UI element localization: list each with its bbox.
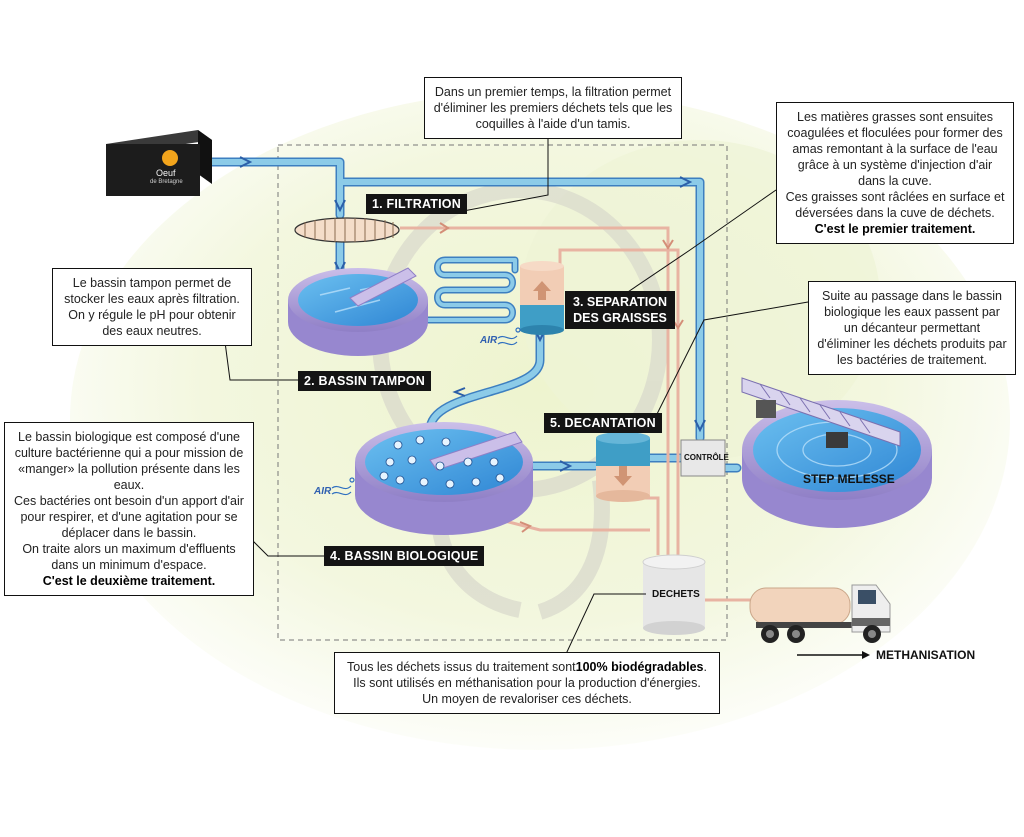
- decantation-tank: [596, 432, 650, 502]
- control-unit: [680, 439, 726, 477]
- step-bassin-tampon-label: 2. BASSIN TAMPON: [298, 371, 432, 391]
- egg-logo-icon: [162, 150, 178, 166]
- air-label-separation: AIR: [480, 335, 498, 346]
- step-bassin-biologique-label: 4. BASSIN BIOLOGIQUE: [324, 546, 485, 566]
- brand-logo: Oeuf: [156, 168, 176, 178]
- callout-dechets-text-1a: Tous les déchets issus du traitement son…: [347, 660, 576, 674]
- step-melesse-label: STEP MELESSE: [803, 472, 895, 486]
- methanisation-arrow-icon: [797, 651, 870, 659]
- dechets-label: DECHETS: [652, 589, 700, 600]
- callout-tampon-text: Le bassin tampon permet de stocker les e…: [64, 276, 240, 338]
- callout-biologique-text-2: Ces bactéries ont besoin d'un apport d'a…: [14, 494, 244, 540]
- callout-decanteur-text: Suite au passage dans le bassin biologiq…: [817, 289, 1007, 367]
- egg-factory: [106, 130, 212, 196]
- callout-tampon: Le bassin tampon permet de stocker les e…: [52, 268, 252, 346]
- callout-dechets-text-1c: .: [703, 660, 707, 674]
- buffer-tank: [288, 267, 428, 356]
- step-separation-line1: 3. SEPARATION: [573, 295, 667, 309]
- callout-biologique-text-1: Le bassin biologique est composé d'une c…: [14, 430, 244, 492]
- callout-filtration: Dans un premier temps, la filtration per…: [424, 77, 682, 139]
- air-bubbles-icon: [497, 327, 521, 346]
- step-decantation-label: 5. DECANTATION: [544, 413, 662, 433]
- callout-dechets: Tous les déchets issus du traitement son…: [334, 652, 720, 714]
- biological-tank: [355, 422, 533, 535]
- step-melesse-plant: [741, 377, 932, 528]
- up-arrow-icon: [533, 281, 551, 300]
- brand-logo-sub: de Bretagne: [150, 179, 183, 185]
- callout-dechets-text-2: Ils sont utilisés en méthanisation pour …: [353, 676, 701, 690]
- callout-filtration-text: Dans un premier temps, la filtration per…: [433, 85, 673, 131]
- waste-arrows: [439, 222, 684, 533]
- step-separation-label: 3. SEPARATION DES GRAISSES: [565, 291, 675, 329]
- callout-graisses-text-1: Les matières grasses sont ensuites coagu…: [787, 110, 1003, 188]
- callout-biologique-text-4: C'est le deuxième traitement.: [42, 574, 216, 588]
- step-separation-line2: DES GRAISSES: [573, 311, 667, 325]
- down-arrow-icon: [614, 466, 632, 486]
- callout-graisses-text-3: C'est le premier traitement.: [814, 222, 976, 236]
- methanisation-label: METHANISATION: [876, 648, 976, 662]
- air-bubbles-icon: [331, 477, 355, 496]
- callout-graisses: Les matières grasses sont ensuites coagu…: [776, 102, 1014, 244]
- callout-dechets-text-3: Un moyen de revaloriser ces déchets.: [422, 692, 632, 706]
- process-frame: [277, 144, 728, 641]
- filtration-sieve: [294, 217, 400, 243]
- callout-lines: [224, 131, 809, 655]
- step-filtration-label: 1. FILTRATION: [366, 194, 467, 214]
- tanker-truck: [749, 584, 891, 643]
- controle-label: CONTRÔLE: [684, 453, 729, 462]
- callout-decanteur: Suite au passage dans le bassin biologiq…: [808, 281, 1016, 375]
- air-label-biologique: AIR: [314, 486, 332, 497]
- scraper-bridge: [741, 377, 901, 447]
- grease-separation-tank: [520, 261, 564, 335]
- callout-graisses-text-2: Ces graisses sont râclées en surface et …: [785, 190, 1005, 220]
- waste-tank: [642, 554, 706, 635]
- callout-biologique-text-3: On traite alors un maximum d'effluents d…: [22, 542, 236, 572]
- callout-biologique: Le bassin biologique est composé d'une c…: [4, 422, 254, 596]
- bacteria-icon: [379, 435, 505, 489]
- callout-dechets-text-1b: 100% biodégradables: [575, 660, 704, 674]
